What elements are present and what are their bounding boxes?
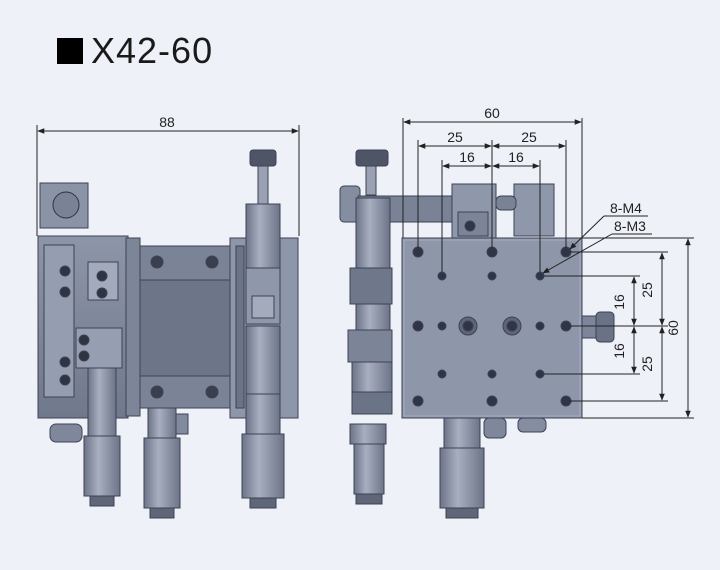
dim-16-top-right-label: 16 [508,149,524,165]
dim-25-top-left-label: 25 [447,129,463,145]
dim-25-top-right-label: 25 [521,129,537,145]
right-dimensions [544,237,694,419]
title-text: X42-60 [91,30,214,71]
dim-16-right-top-label: 16 [611,294,627,310]
dim-16-top-left-label: 16 [459,149,475,165]
dim-88-label: 88 [159,114,175,130]
title-square-icon [57,38,83,64]
dim-16-right-bottom-label: 16 [611,343,627,359]
dim-25-right-bottom-label: 25 [639,356,655,372]
hole-callouts [542,215,652,274]
dim-25-right-top-label: 25 [639,282,655,298]
drawing-title: X42-60 [57,30,213,72]
side-view [37,149,299,519]
callout-8-m4: 8-M4 [610,200,642,216]
dim-60-top-label: 60 [484,105,500,121]
top-dimensions [402,118,583,272]
dim-88 [36,125,300,236]
callout-8-m3: 8-M3 [614,218,646,234]
dim-60-right-label: 60 [665,320,681,336]
top-view [339,149,615,519]
